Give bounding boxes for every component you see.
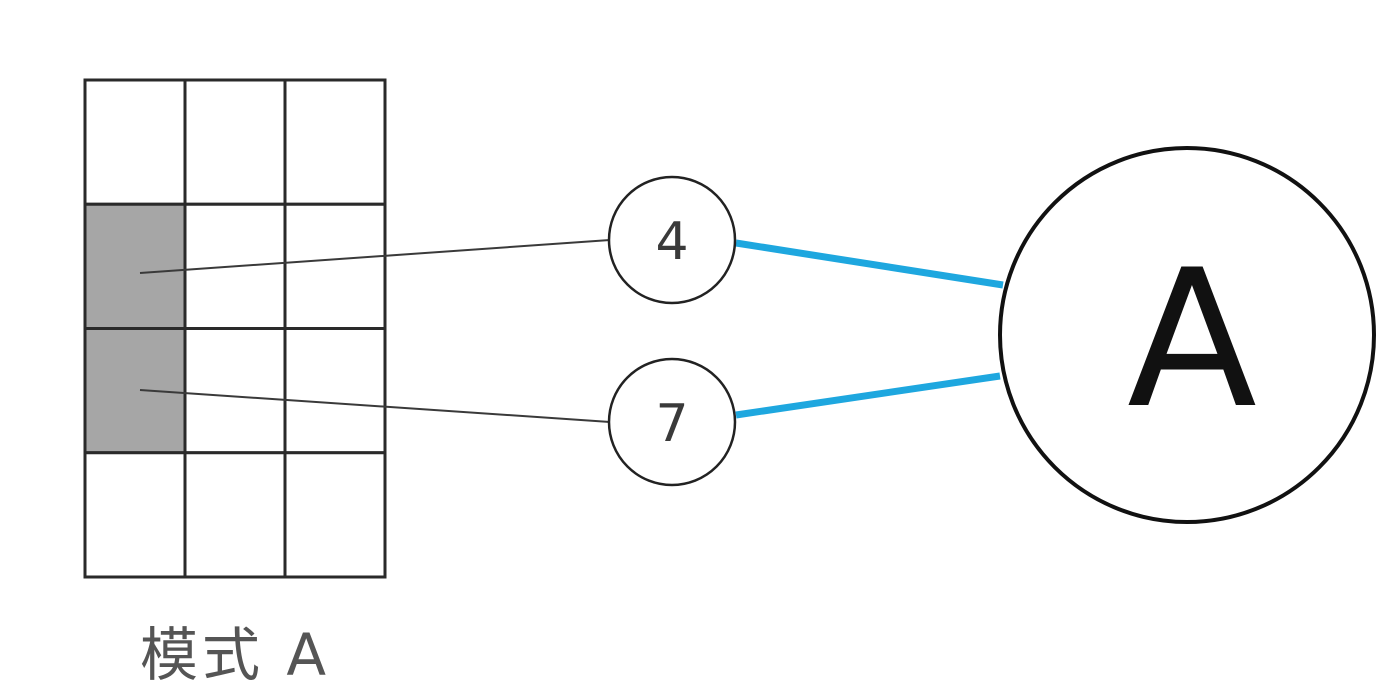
grid-cell <box>283 327 387 455</box>
input-node-7: 7 <box>607 357 737 487</box>
grid-cell <box>283 78 387 206</box>
grid-cell <box>83 78 187 206</box>
grid-cell <box>283 451 387 579</box>
output-node-circle <box>998 146 1376 524</box>
input-node-7-circle <box>607 357 737 487</box>
input-node-4-circle <box>607 175 737 305</box>
grid-cell <box>183 327 287 455</box>
input-node-4: 4 <box>607 175 737 305</box>
grid-cell <box>183 78 287 206</box>
grid-cell <box>283 202 387 330</box>
grid-cell-filled <box>83 202 187 330</box>
connector-cell-to-node-4 <box>139 239 611 274</box>
grid-cell <box>83 451 187 579</box>
weight-line-7-to-a <box>735 372 1001 419</box>
input-node-7-label: 7 <box>655 394 688 454</box>
output-node-a: A <box>998 146 1376 524</box>
connector-cell-to-node-7 <box>139 389 611 423</box>
pattern-grid <box>83 78 387 579</box>
input-node-4-label: 4 <box>655 212 688 272</box>
weight-line-4-to-a <box>735 239 1004 289</box>
grid-cell <box>183 451 287 579</box>
grid-cell-filled <box>83 327 187 455</box>
pattern-caption: 模式 A <box>139 621 331 689</box>
output-node-label: A <box>1127 229 1257 450</box>
